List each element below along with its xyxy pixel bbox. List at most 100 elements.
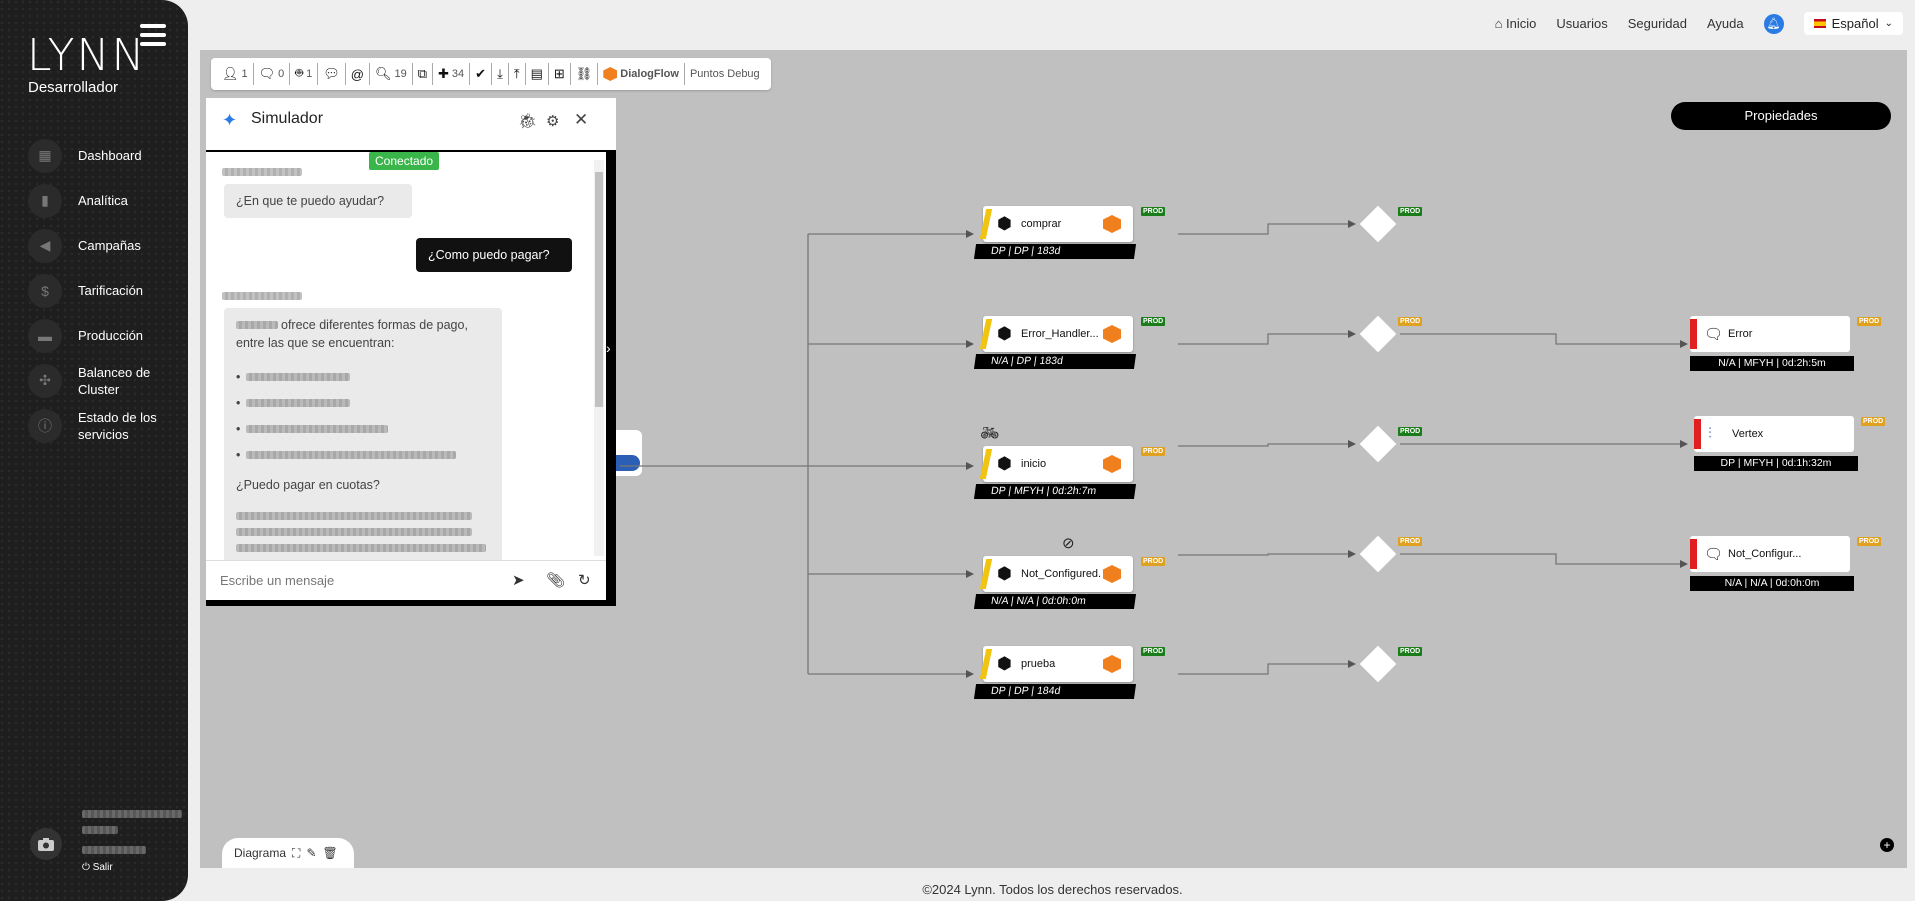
engine-label: DialogFlow [620, 68, 679, 80]
sidebar-item-produccion[interactable]: ▬Producción [28, 313, 178, 358]
sidebar-item-tarificacion[interactable]: $Tarificación [28, 268, 178, 313]
nav-home-label: Inicio [1506, 16, 1537, 31]
language-label: Español [1831, 16, 1879, 31]
send-icon[interactable]: ➤ [512, 572, 525, 589]
debug-icon[interactable]: 🐞︎ [518, 113, 538, 130]
chat-transcript[interactable]: Conectado ¿En que te puedo ayudar? ¿Como… [206, 150, 606, 560]
diagram-tab[interactable]: Diagrama ⛶ ✎ 🗑︎ [222, 838, 354, 868]
chevron-right-icon[interactable]: › [606, 340, 611, 356]
search-count: 19 [394, 68, 407, 80]
edit-icon[interactable]: ✎ [306, 846, 317, 860]
node-info: N/A | MFYH | 0d:2h:5m [1690, 356, 1854, 371]
camera-icon[interactable] [30, 828, 62, 860]
toolbar-users[interactable]: 👤︎1 [217, 63, 254, 85]
flow-node[interactable]: ⬢ prueba DP | DP | 184d [973, 646, 1137, 699]
power-icon: ⏻ [82, 862, 90, 873]
toolbar-plugins[interactable]: ✚34 [433, 63, 471, 85]
node-info: N/A | DP | 183d [973, 354, 1137, 369]
connection-status-badge: Conectado [369, 152, 440, 170]
toolbar-upload[interactable]: ⤒ [509, 63, 526, 85]
flow-node[interactable]: ⬢ inicio DP | MFYH | 0d:2h:7m [973, 446, 1137, 499]
bot-reply-question: ¿Puedo pagar en cuotas? [236, 478, 380, 492]
message-input[interactable]: Escribe un mensaje [220, 573, 335, 588]
toolbar-search[interactable]: 🔍︎19 [370, 63, 413, 85]
dialogflow-icon [1103, 325, 1121, 343]
sidebar-item-label: Campañas [78, 238, 141, 253]
toolbar-engine[interactable]: DialogFlow [598, 63, 685, 85]
nav-help[interactable]: Ayuda [1706, 16, 1744, 31]
toolbar-download[interactable]: ⤓ [492, 63, 509, 85]
close-icon[interactable]: ✕ [574, 110, 589, 129]
download-icon: ⤓ [497, 66, 503, 81]
components-icon: ⧉ [417, 66, 427, 81]
toolbar-messages[interactable]: 🗨︎0 [254, 63, 291, 85]
logout-label: Salir [92, 862, 113, 873]
chat-icon: 🗨︎ [1704, 546, 1724, 563]
node-name: Error [1728, 328, 1753, 340]
toolbar-mentions[interactable]: @ [346, 63, 370, 85]
bot-reply-line1: ofrece diferentes formas de pago, [281, 318, 468, 332]
toolbar-debug-points[interactable]: Puntos Debug [685, 63, 765, 85]
comment-icon: 💬︎ [323, 66, 340, 81]
toolbar-bots[interactable]: 🤖︎1 [290, 63, 319, 85]
simulator-title: Simulador [251, 110, 324, 127]
megaphone-icon: ◀ [28, 228, 62, 263]
message-icon: 🗨︎ [258, 66, 276, 81]
vertex-icon: ⫶ [1708, 425, 1712, 442]
sidebar-item-campanas[interactable]: ◀ Campañas [28, 223, 178, 268]
node-name: inicio [1021, 458, 1047, 470]
upload-icon: ⤒ [513, 66, 520, 81]
lynn-logo[interactable]: LYNN [27, 30, 147, 81]
sidebar-item-analitica[interactable]: ▮Analítica [28, 178, 178, 223]
dashboard-icon: ▦ [28, 138, 62, 173]
flow-node[interactable]: ⬢ comprar DP | DP | 183d [973, 206, 1137, 259]
toolbar-validate[interactable]: ✔ [470, 63, 493, 85]
cube-icon: ⬢ [997, 324, 1012, 343]
logout-link[interactable]: ⏻ Salir [82, 862, 113, 873]
trash-icon[interactable]: 🗑︎ [322, 846, 338, 860]
toolbar-deploy[interactable]: ⊞ [549, 63, 571, 85]
simulator-header: ✦ Simulador 🐞︎ ⚙︎ ✕ [206, 98, 616, 150]
cube-icon: ⬢ [997, 454, 1012, 473]
add-circle-icon[interactable]: + [1880, 838, 1894, 852]
attachment-icon[interactable]: 📎︎ [546, 572, 566, 589]
refresh-icon[interactable]: ↻ [578, 572, 591, 589]
scrollbar-thumb[interactable] [595, 172, 603, 407]
language-select[interactable]: Español ⌄ [1803, 12, 1903, 35]
response-node[interactable]: 🗨︎ Error N/A | MFYH | 0d:2h:5m [1690, 316, 1854, 371]
user-role: Desarrollador [28, 79, 119, 96]
debug-label: Puntos Debug [689, 68, 760, 80]
toolbar-link[interactable]: ⛓︎ [571, 63, 599, 85]
toolbar-comments[interactable]: 💬︎ [318, 63, 346, 85]
sidebar-item-label: Analítica [78, 193, 128, 208]
nav-users[interactable]: Usuarios [1556, 16, 1608, 31]
flow-node[interactable]: ⬢ Not_Configured... N/A | N/A | 0d:0h:0m [973, 556, 1137, 609]
hamburger-menu-icon[interactable] [140, 24, 166, 46]
toolbar-components[interactable]: ⧉ [413, 63, 433, 85]
response-node[interactable]: ⫶ Vertex DP | MFYH | 0d:1h:32m [1694, 416, 1858, 471]
flow-node[interactable]: ⬢ Error_Handler... N/A | DP | 183d [973, 316, 1137, 369]
chat-scrollbar[interactable] [594, 160, 604, 556]
response-node[interactable]: 🗨︎ Not_Configur... N/A | N/A | 0d:0h:0m [1690, 536, 1854, 591]
notifications-bell-icon[interactable]: 🔔︎ [1763, 13, 1784, 34]
user-email-redacted [82, 846, 146, 854]
node-status-badge: PROD [1141, 647, 1166, 656]
gear-icon[interactable]: ⚙︎ [546, 113, 560, 130]
nav-security[interactable]: Seguridad [1627, 16, 1687, 31]
sitemap-icon[interactable]: ⛶ [292, 845, 301, 860]
payment-list-redacted: • • • • [236, 368, 490, 464]
file-export-icon: ▤ [530, 66, 543, 81]
toolbar-export[interactable]: ▤ [526, 63, 549, 85]
cube-icon: ⬢ [997, 214, 1012, 233]
node-info: N/A | N/A | 0d:0h:0m [1690, 576, 1854, 591]
sidebar-item-balanceo[interactable]: ✣Balanceo de Cluster [28, 358, 178, 403]
properties-button[interactable]: Propiedades [1671, 102, 1891, 130]
cube-icon: ⬢ [997, 654, 1012, 673]
nav-home[interactable]: ⌂ Inicio [1495, 16, 1537, 31]
check-icon: ✔ [475, 66, 487, 81]
dialogflow-icon [603, 67, 618, 81]
answer-redacted [236, 512, 490, 560]
sidebar-item-dashboard[interactable]: ▦Dashboard [28, 133, 178, 178]
chevron-down-icon: ⌄ [1884, 18, 1893, 29]
